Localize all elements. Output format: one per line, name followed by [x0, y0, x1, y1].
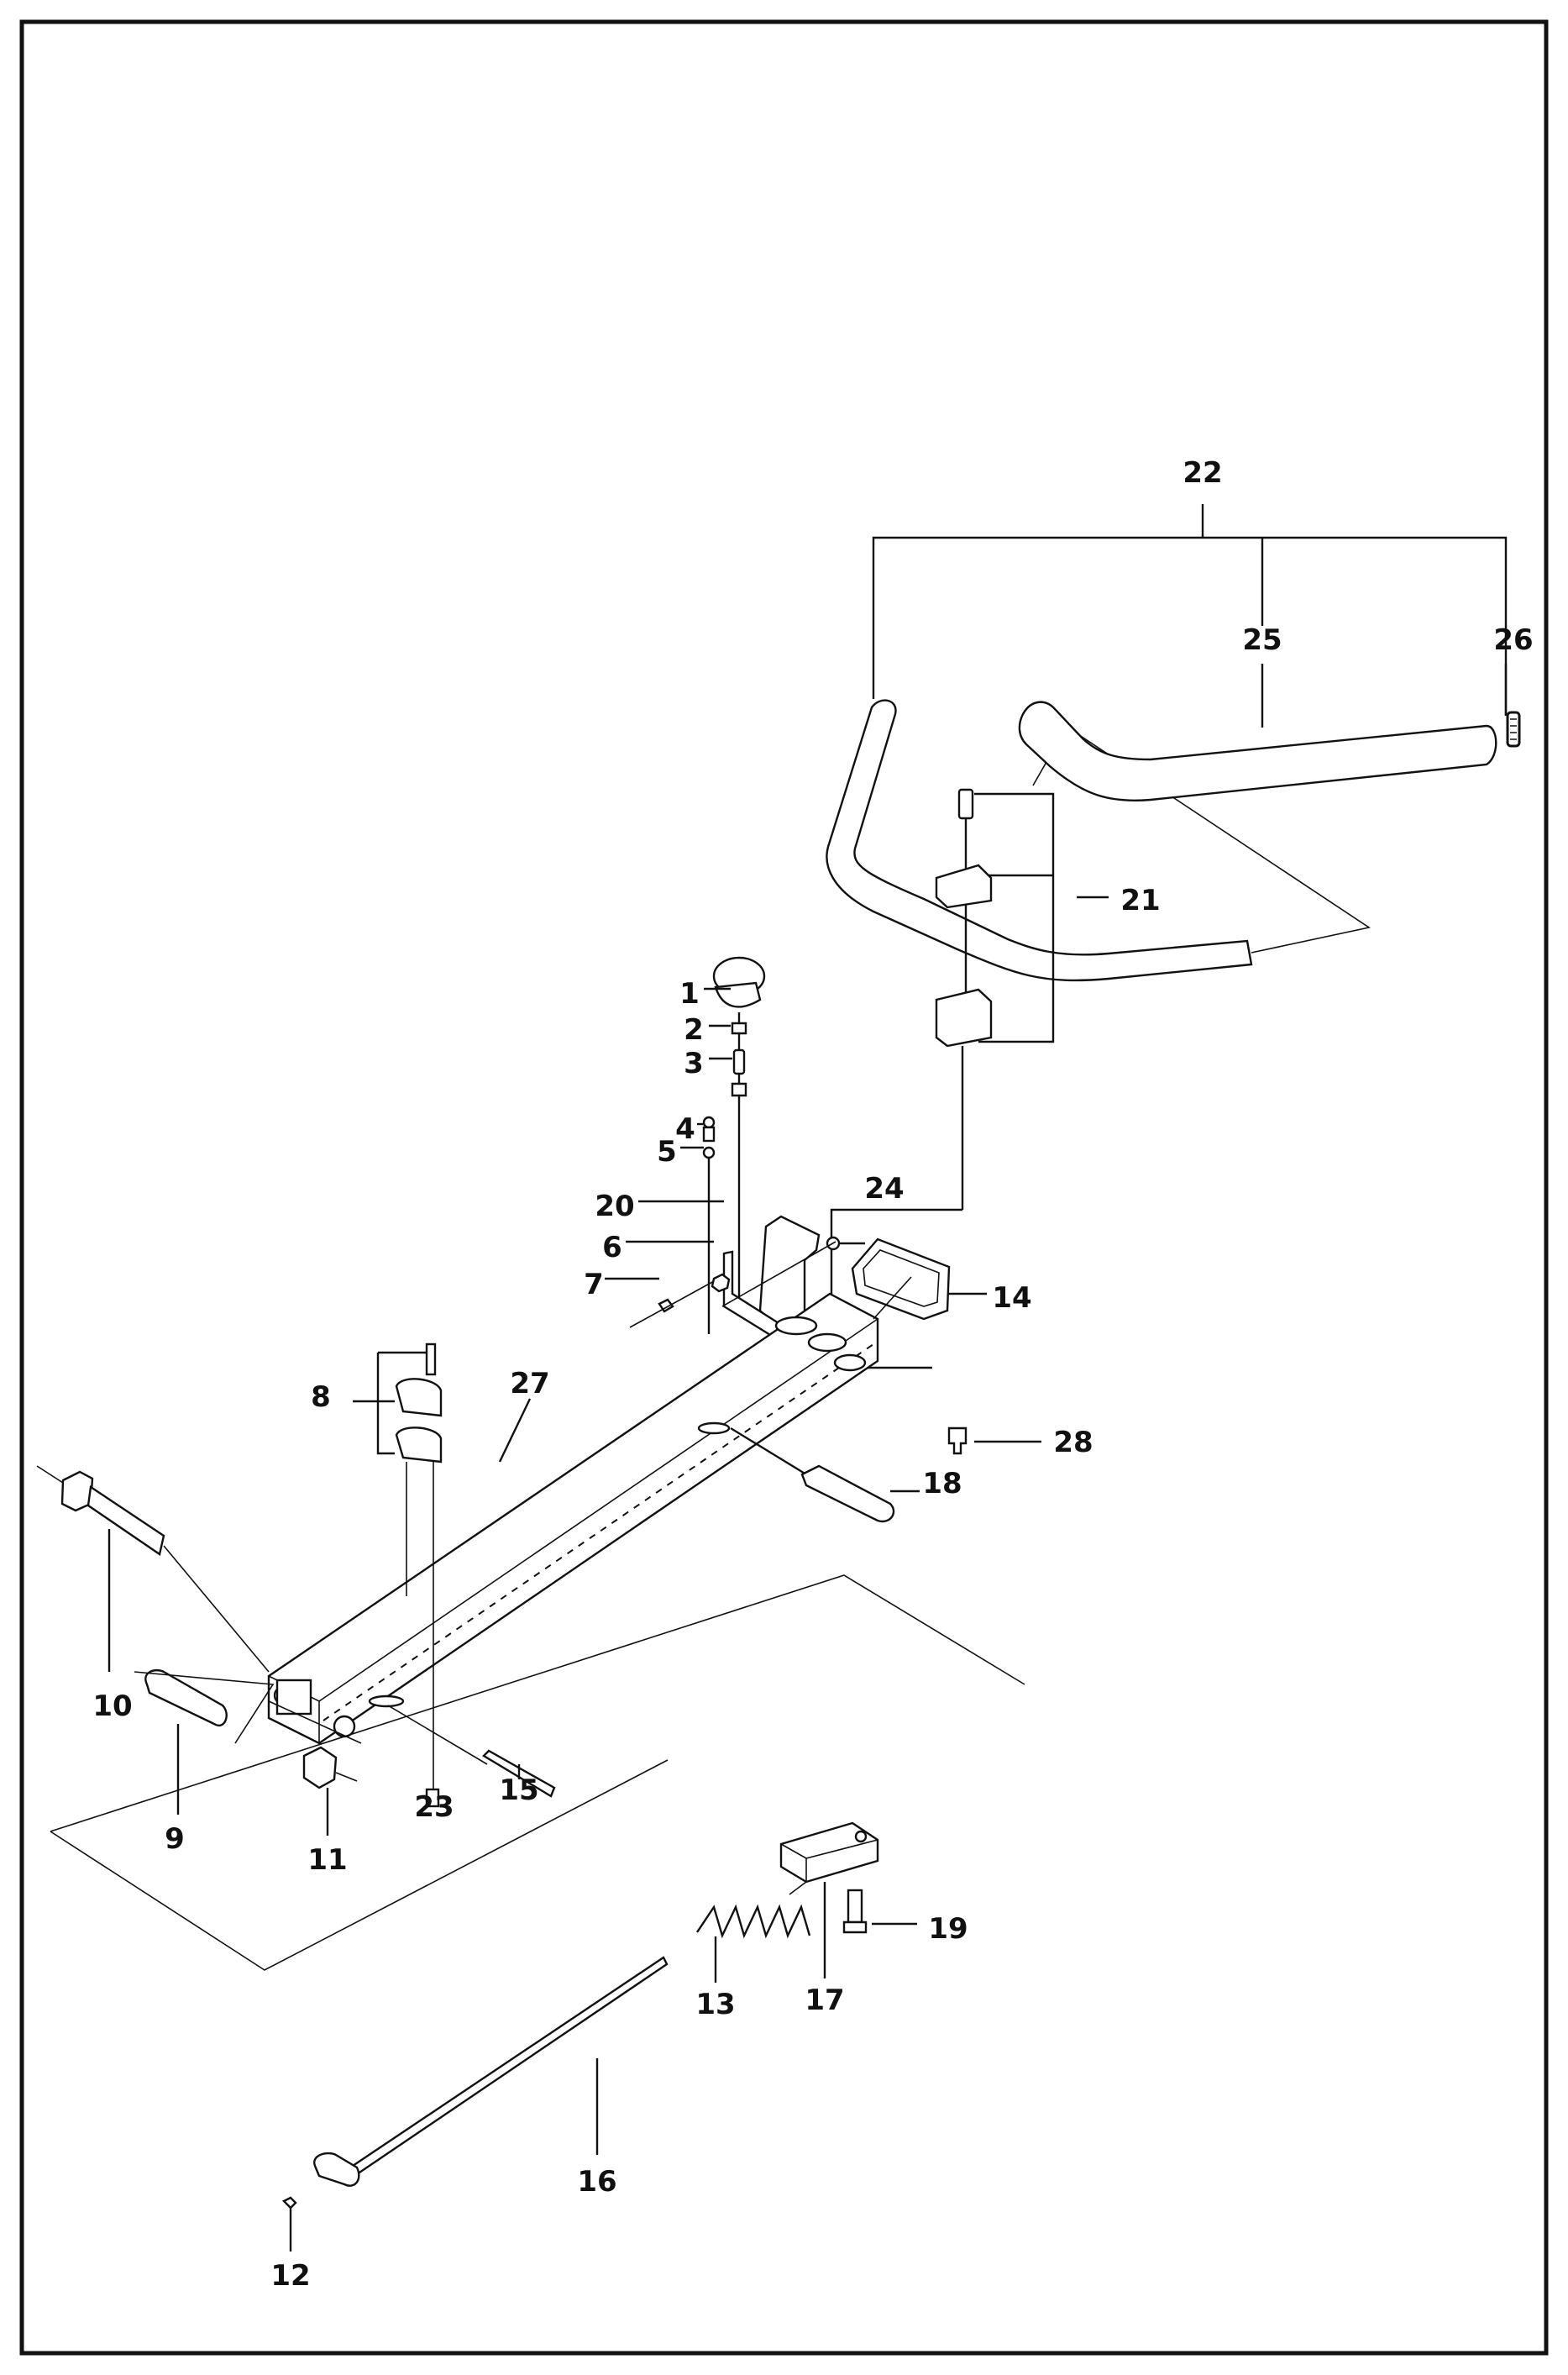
- bolt-28: [947, 1427, 968, 1455]
- callout-20: 20: [595, 1190, 634, 1223]
- callout-2: 2: [684, 1013, 704, 1047]
- spring-13: [696, 1881, 811, 1983]
- handle-18: [730, 1427, 920, 1523]
- frame-tube: [267, 1292, 879, 1745]
- block-17: [779, 1821, 917, 1978]
- callout-5: 5: [657, 1135, 677, 1169]
- bolt-10: [36, 1465, 270, 1673]
- callout-19: 19: [928, 1912, 968, 1946]
- callout-15: 15: [499, 1773, 538, 1807]
- assembly-outline: [50, 1574, 1025, 1971]
- end-cap: [1506, 711, 1521, 748]
- callout-21: 21: [1120, 884, 1160, 917]
- callout-10: 10: [92, 1689, 132, 1723]
- callout-27: 27: [510, 1367, 549, 1400]
- sleeve-9: [134, 1668, 275, 1815]
- diagram-border: [19, 19, 1549, 2356]
- callout-28: 28: [1053, 1426, 1093, 1459]
- callout-16: 16: [577, 2165, 616, 2199]
- callout-26: 26: [1493, 623, 1533, 657]
- pin-15: [387, 1705, 556, 1798]
- gasket: [851, 1237, 987, 1321]
- callout-22: 22: [1183, 456, 1222, 490]
- clamp-group: [830, 788, 1055, 1369]
- callout-24: 24: [864, 1172, 904, 1206]
- callout-11: 11: [307, 1843, 347, 1877]
- callout-4: 4: [675, 1112, 695, 1146]
- handlebar-tube: [826, 699, 1253, 982]
- callout-7: 7: [584, 1268, 604, 1301]
- callout-14: 14: [992, 1281, 1031, 1315]
- rod-16: [281, 1956, 669, 2252]
- callout-9: 9: [165, 1822, 185, 1856]
- callout-17: 17: [805, 1984, 844, 2017]
- clamp-8: [353, 1343, 443, 1808]
- callout-8: 8: [311, 1380, 331, 1414]
- bracket-group: [629, 1215, 841, 1346]
- callout-labels: 1 2 3 4 5 6 7 8 9 10 11 12 13 14 15 16 1…: [92, 456, 1533, 2293]
- callout-1: 1: [679, 977, 700, 1011]
- knob-stack: [702, 956, 766, 1334]
- callout-25: 25: [1242, 623, 1282, 657]
- callout-12: 12: [270, 2259, 310, 2293]
- callout-3: 3: [684, 1047, 704, 1080]
- callout-6: 6: [602, 1231, 622, 1264]
- callout-23: 23: [414, 1790, 454, 1824]
- nut-11: [268, 1700, 362, 1836]
- handle-grip: [1018, 701, 1497, 801]
- handlebar-group: [826, 504, 1521, 982]
- leader-lines: [498, 896, 1109, 1463]
- callout-13: 13: [695, 1988, 735, 2021]
- callout-18: 18: [922, 1467, 962, 1500]
